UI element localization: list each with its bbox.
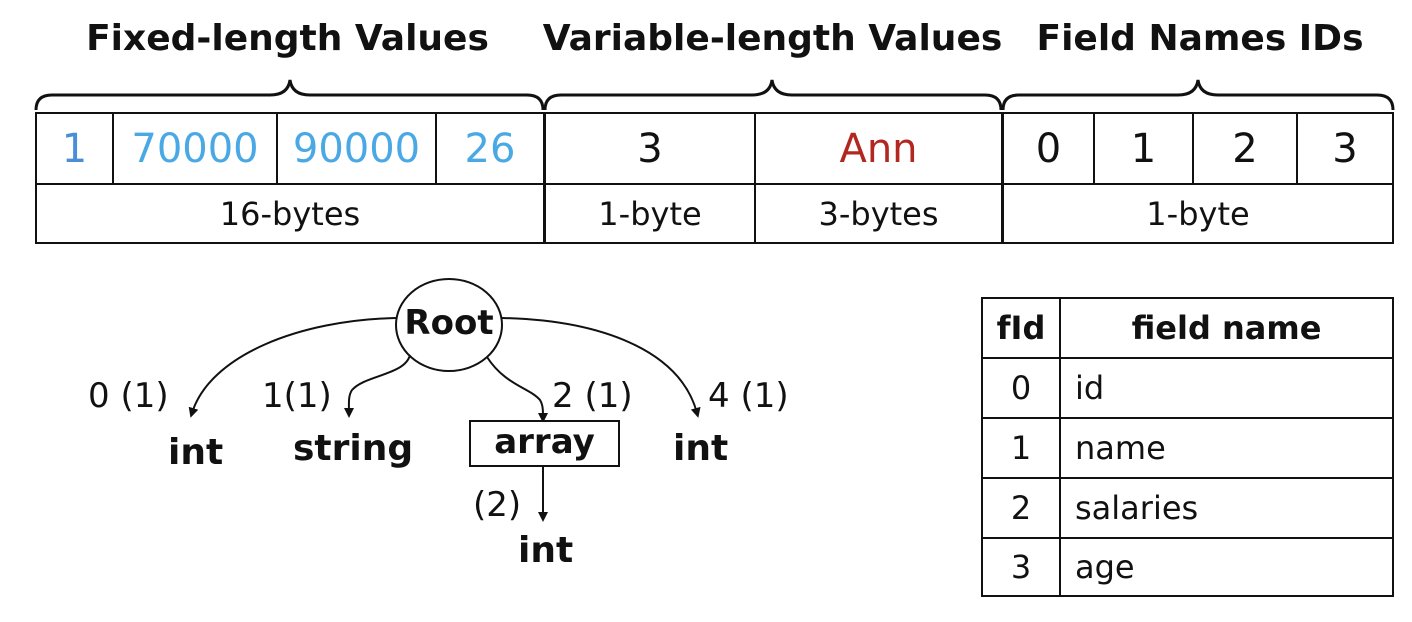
table-header-field-name: field name <box>1131 309 1322 347</box>
field-ids-size: 1-byte <box>1146 194 1250 233</box>
edge-root-to-array <box>486 356 548 423</box>
divider <box>1059 297 1061 597</box>
root-node-circle <box>395 278 503 372</box>
fixed-value: 90000 <box>292 126 421 172</box>
table-cell-fid: 1 <box>1010 429 1032 467</box>
variable-value-length: 3 <box>637 126 663 172</box>
field-id: 3 <box>1332 126 1358 172</box>
divider <box>435 112 437 184</box>
node-type-array: array <box>494 422 595 462</box>
record-layout <box>35 112 1394 244</box>
edge-root-to-int-0 <box>188 317 397 418</box>
header-fixed-length: Fixed-length Values <box>86 18 489 59</box>
divider <box>981 417 1394 419</box>
array-node-box <box>469 420 620 467</box>
divider <box>112 112 114 184</box>
edge-label: 4 (1) <box>708 376 789 416</box>
divider <box>981 477 1394 479</box>
edge-label: (2) <box>473 485 522 525</box>
divider <box>1296 112 1298 184</box>
table-header-fid: fId <box>996 309 1046 347</box>
variable-value-string: Ann <box>839 126 918 172</box>
edge-label: 0 (1) <box>88 376 169 416</box>
table-cell-fid: 2 <box>1010 489 1032 527</box>
variable-size: 3-bytes <box>818 194 939 233</box>
edge-label: 2 (1) <box>552 376 633 416</box>
table-cell-name: age <box>1075 548 1135 586</box>
divider <box>981 537 1394 539</box>
edge-root-to-int-4 <box>501 317 701 418</box>
node-type-int: int <box>673 428 729 469</box>
fixed-value: 1 <box>61 126 88 172</box>
header-variable-length: Variable-length Values <box>542 18 1003 59</box>
field-name-table <box>981 297 1394 597</box>
divider-fixed-variable <box>543 112 546 244</box>
node-type-string: string <box>293 428 414 469</box>
divider <box>981 357 1394 359</box>
field-id: 0 <box>1035 126 1062 172</box>
brace-variable <box>543 79 1003 110</box>
table-cell-name: salaries <box>1075 489 1199 527</box>
fixed-value: 26 <box>464 126 516 172</box>
fixed-value: 70000 <box>131 126 259 172</box>
table-cell-fid: 3 <box>1010 548 1032 586</box>
field-id: 2 <box>1232 126 1258 172</box>
header-field-names-ids: Field Names IDs <box>1036 18 1364 59</box>
edge-root-to-string <box>343 354 411 418</box>
record-row-divider <box>35 183 1394 185</box>
brace-fixed <box>34 79 545 110</box>
table-cell-fid: 0 <box>1010 369 1032 407</box>
root-node-label: Root <box>404 303 494 343</box>
node-type-int: int <box>518 530 574 571</box>
divider <box>1093 112 1095 184</box>
divider <box>754 112 756 244</box>
braces <box>34 79 1395 110</box>
divider-variable-ids <box>1001 112 1004 244</box>
table-cell-name: name <box>1075 429 1166 467</box>
field-id: 1 <box>1130 126 1157 172</box>
fixed-size: 16-bytes <box>219 194 361 233</box>
node-type-int: int <box>168 432 224 473</box>
divider <box>1192 112 1194 184</box>
table-cell-name: id <box>1075 369 1105 407</box>
edge-label: 1(1) <box>262 376 332 416</box>
variable-size: 1-byte <box>598 194 702 233</box>
brace-field-ids <box>1001 79 1395 110</box>
divider <box>276 112 278 184</box>
